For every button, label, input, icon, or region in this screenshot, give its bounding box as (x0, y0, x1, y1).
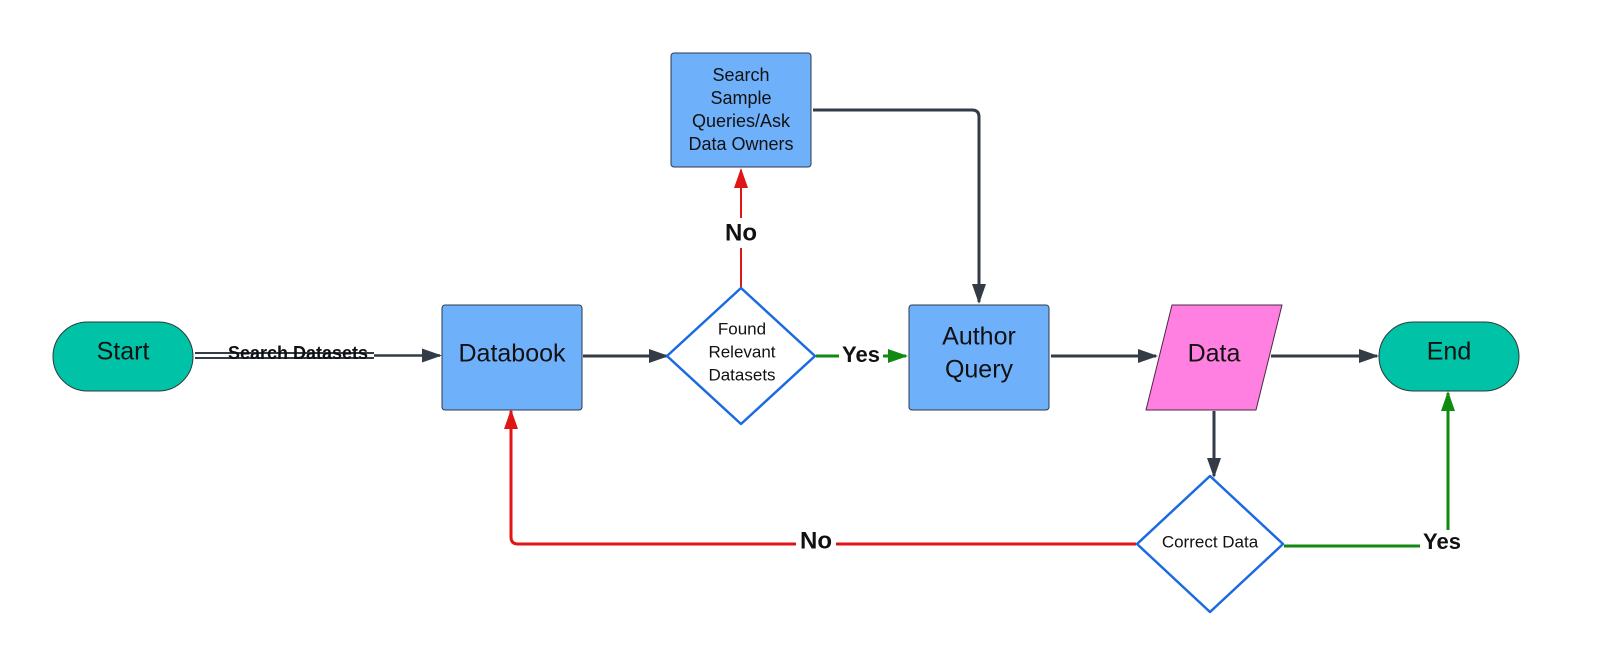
edge-label-bg (1420, 530, 1464, 558)
edge-label-found-no: No (725, 219, 757, 246)
search-sample-node[interactable]: Search Sample Queries/Ask Data Owners (670, 52, 812, 168)
correct-data-label: Correct Data (1162, 532, 1259, 551)
author-query-line-1: Author (942, 323, 1016, 351)
edge-correct-yes-to-end (1284, 391, 1455, 548)
end-label: End (1427, 338, 1471, 366)
databook-node[interactable]: Databook (441, 304, 583, 411)
search-sample-line-3: Queries/Ask (692, 111, 791, 131)
edge-label-bg (720, 218, 762, 248)
data-label: Data (1188, 340, 1241, 368)
start-label: Start (97, 338, 150, 366)
edge-label-bg (796, 528, 836, 558)
author-query-line-2: Query (945, 356, 1014, 384)
end-node[interactable]: End (1378, 321, 1520, 392)
search-sample-line-4: Data Owners (688, 134, 793, 154)
edge-label-search-datasets: Search Datasets (228, 343, 368, 363)
edge-label-correct-no: No (800, 527, 832, 554)
databook-label: Databook (458, 340, 566, 368)
edge-search-to-author (813, 108, 986, 304)
author-query-node[interactable]: Author Query (908, 304, 1050, 411)
found-relevant-decision-node[interactable]: Found Relevant Datasets (665, 286, 817, 426)
start-node[interactable]: Start (52, 321, 194, 392)
correct-data-decision-node[interactable]: Correct Data (1135, 474, 1285, 614)
edge-start-to-databook (195, 348, 442, 363)
data-node[interactable]: Data (1145, 304, 1283, 411)
search-sample-line-2: Sample (710, 88, 771, 108)
found-relevant-line-2: Relevant (708, 342, 775, 361)
found-relevant-line-1: Found (718, 319, 766, 338)
edge-label-correct-yes: Yes (1423, 529, 1461, 554)
search-sample-line-1: Search (712, 65, 769, 85)
edge-label-found-yes: Yes (842, 342, 880, 367)
found-relevant-line-3: Datasets (708, 365, 775, 384)
edge-correct-no-to-databook (504, 409, 1136, 546)
edge-label-bg (839, 342, 883, 368)
